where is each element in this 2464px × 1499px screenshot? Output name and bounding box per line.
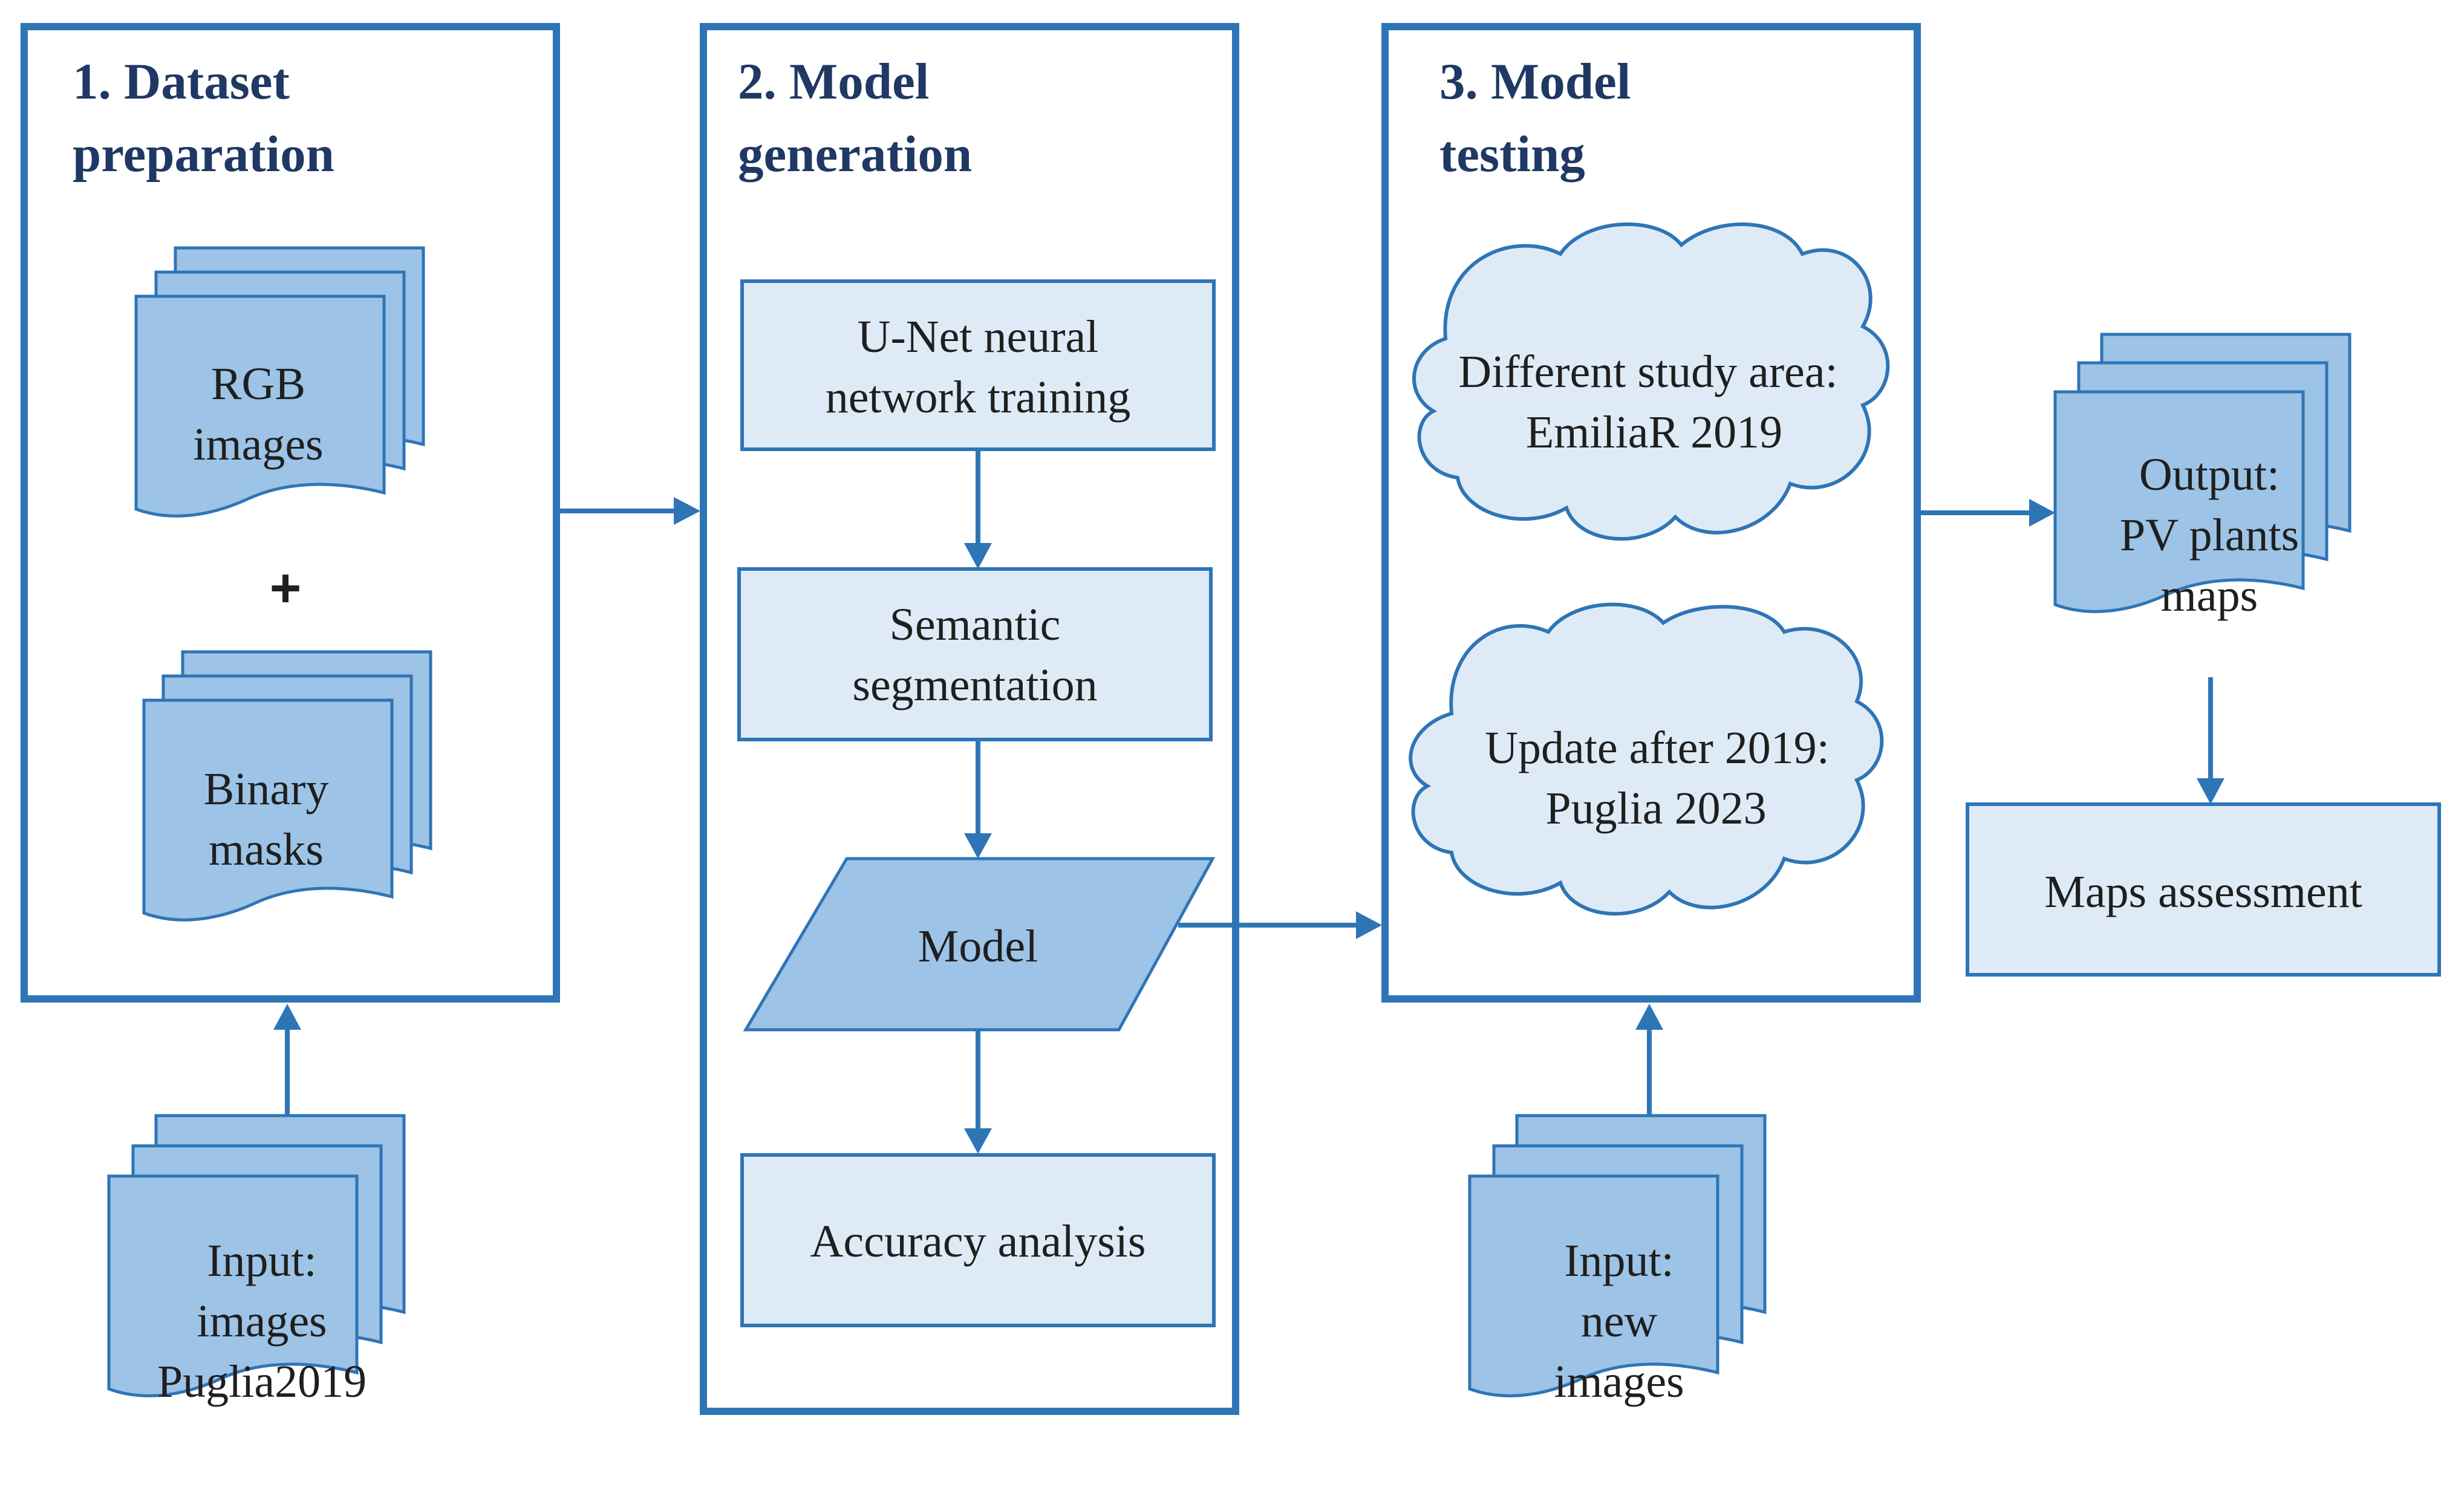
binary-masks-line2: masks bbox=[209, 824, 324, 875]
binary-masks-line1: Binary bbox=[204, 764, 329, 815]
input2-line1: Input: bbox=[1564, 1235, 1674, 1286]
model-label: Model bbox=[918, 921, 1038, 972]
rgb-images-line2: images bbox=[193, 419, 323, 470]
output-line2: PV plants bbox=[2120, 510, 2299, 561]
arrow-dataset-to-generation bbox=[556, 497, 700, 525]
cloud-update-after-2019: Update after 2019: Puglia 2023 bbox=[1409, 602, 1884, 916]
plus-sign: + bbox=[270, 558, 302, 619]
cloud2-line1: Update after 2019: bbox=[1485, 723, 1830, 773]
stage-3-title-line1: 3. Model bbox=[1439, 53, 1631, 110]
cloud2-line2: Puglia 2023 bbox=[1545, 783, 1766, 834]
input-images-puglia2019-document: Input: images Puglia2019 bbox=[109, 1116, 404, 1407]
arrow-segmentation-to-model bbox=[964, 740, 992, 859]
stage-frame-generation bbox=[700, 23, 1239, 1415]
stage-2-title-line2: generation bbox=[738, 126, 972, 183]
rgb-images-document: RGB images bbox=[136, 248, 423, 516]
arrow-testing-to-output bbox=[1917, 499, 2055, 527]
maps-assessment-box: Maps assessment bbox=[1966, 802, 2441, 977]
output-pv-plants-maps-document: Output: PV plants maps bbox=[2055, 334, 2350, 621]
cloud-different-study-area: Different study area: EmiliaR 2019 bbox=[1412, 222, 1890, 541]
cloud1-line2: EmiliaR 2019 bbox=[1526, 407, 1782, 458]
accuracy-analysis-label: Accuracy analysis bbox=[810, 1216, 1146, 1267]
accuracy-analysis-box: Accuracy analysis bbox=[740, 1153, 1216, 1327]
cloud1-line1: Different study area: bbox=[1458, 346, 1837, 397]
semantic-segmentation-line1: Semantic bbox=[890, 599, 1061, 650]
input-new-images-document: Input: new images bbox=[1470, 1116, 1765, 1407]
unet-training-line1: U-Net neural bbox=[858, 311, 1099, 362]
input1-line1: Input: bbox=[207, 1235, 317, 1286]
arrow-model-to-accuracy bbox=[964, 1030, 992, 1154]
stage-2-title-line1: 2. Model bbox=[738, 53, 929, 110]
arrow-model-to-testing bbox=[1178, 911, 1382, 939]
output-line1: Output: bbox=[2139, 449, 2280, 500]
output-line3: maps bbox=[2161, 570, 2258, 621]
arrow-training-to-segmentation bbox=[964, 449, 992, 569]
stage-1-title-line1: 1. Dataset bbox=[73, 53, 290, 110]
arrow-output-to-assessment bbox=[2197, 677, 2224, 804]
model-parallelogram: Model bbox=[743, 857, 1216, 1032]
arrow-input2-to-testing bbox=[1635, 1004, 1663, 1116]
arrow-input1-to-dataset bbox=[273, 1004, 301, 1116]
input2-line2: new bbox=[1581, 1296, 1658, 1347]
semantic-segmentation-box: Semantic segmentation bbox=[737, 567, 1213, 741]
input2-line3: images bbox=[1554, 1356, 1684, 1407]
binary-masks-document: Binary masks bbox=[144, 652, 431, 920]
input1-line2: images bbox=[197, 1296, 327, 1347]
input1-line3: Puglia2019 bbox=[157, 1356, 367, 1407]
unet-training-line2: network training bbox=[826, 372, 1130, 423]
stage-1-title-line2: preparation bbox=[73, 126, 334, 183]
unet-training-box: U-Net neural network training bbox=[740, 279, 1216, 451]
rgb-images-line1: RGB bbox=[211, 359, 305, 409]
maps-assessment-label: Maps assessment bbox=[2044, 867, 2362, 917]
stage-3-title-line2: testing bbox=[1439, 126, 1585, 183]
semantic-segmentation-line2: segmentation bbox=[852, 660, 1097, 710]
